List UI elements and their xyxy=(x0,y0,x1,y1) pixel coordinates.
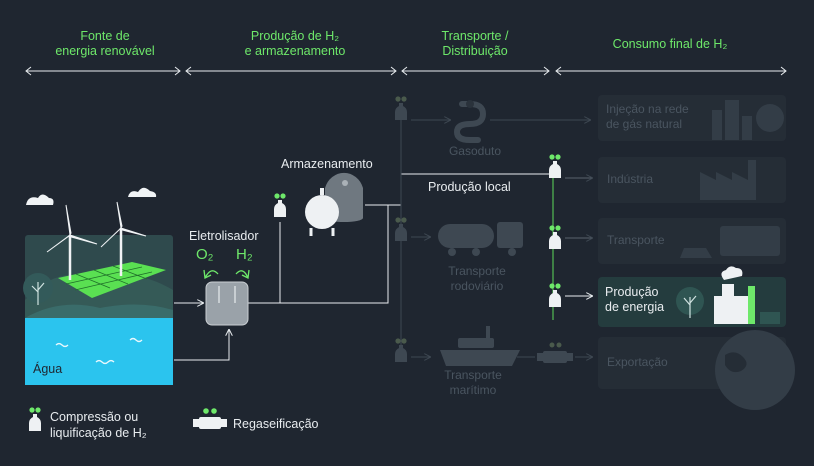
header-transport-line2: Distribuição xyxy=(442,44,508,58)
solar-panel-icon xyxy=(58,262,166,298)
consumption-panel-transport xyxy=(598,218,786,264)
consumption-panel-export xyxy=(598,330,795,410)
export-label: Exportação xyxy=(607,355,668,369)
regasification-icon-dim xyxy=(537,342,573,363)
consumption-panel-gas-grid xyxy=(598,95,786,141)
road-transport-line2: rodoviário xyxy=(450,279,504,293)
water-label: Água xyxy=(33,362,63,376)
maritime-transport-label: Transporte marítimo xyxy=(428,368,518,398)
compression-icon xyxy=(274,193,286,217)
header-consumption: Consumo final de H₂ xyxy=(612,37,728,51)
compression-icon xyxy=(549,225,561,249)
consumption-panel-industry xyxy=(598,157,786,203)
local-production-label: Produção local xyxy=(428,180,511,194)
legend-compression-line2: liquificação de H₂ xyxy=(50,426,147,440)
compression-icon xyxy=(549,154,561,178)
storage-tank-icon xyxy=(305,172,363,236)
road-transport-label: Transporte rodoviário xyxy=(432,264,522,294)
header-production-line2: e armazenamento xyxy=(244,44,346,58)
header-production-line1: Produção de H₂ xyxy=(250,29,340,43)
header-renewable-line2: energia renovável xyxy=(55,44,155,58)
power-line1: Produção xyxy=(605,285,659,299)
legend-compression-line1: Compressão ou xyxy=(50,410,139,424)
power-production-label: Produção de energia xyxy=(605,285,664,315)
legend-compression: Compressão ou liquificação de H₂ xyxy=(50,409,147,441)
header-transport-line1: Transporte / xyxy=(441,29,509,43)
header-production: Produção de H₂ e armazenamento xyxy=(220,29,370,59)
road-transport-line1: Transporte xyxy=(448,264,506,278)
pipeline-label: Gasoduto xyxy=(448,144,502,158)
consumption-panel-power xyxy=(598,266,786,327)
header-transport: Transporte / Distribuição xyxy=(405,29,545,59)
legend-regasification: Regaseificação xyxy=(233,417,319,431)
electrolyser-label: Eletrolisador xyxy=(189,229,259,243)
truck-icon xyxy=(438,222,523,256)
h2-label: H₂ xyxy=(236,246,253,263)
maritime-transport-line1: Transporte xyxy=(444,368,502,382)
compression-icon xyxy=(549,283,561,307)
transport-consumption-label: Transporte xyxy=(607,233,665,247)
industry-label: Indústria xyxy=(607,172,654,186)
power-line2: de energia xyxy=(605,300,665,314)
gas-grid-line2: de gás natural xyxy=(606,117,683,131)
maritime-transport-line2: marítimo xyxy=(449,383,497,397)
compression-icon xyxy=(29,407,41,431)
compression-icon-dim xyxy=(395,96,407,120)
pipeline-icon xyxy=(453,101,487,143)
cloud-icon xyxy=(128,187,157,197)
section-arrows xyxy=(25,66,787,76)
renewable-source-panel xyxy=(23,187,173,385)
legend-regasification-icon xyxy=(193,408,227,429)
storage-label: Armazenamento xyxy=(281,157,373,171)
ship-icon xyxy=(440,326,520,366)
gas-grid-label: Injeção na rede de gás natural xyxy=(606,102,689,132)
gas-grid-line1: Injeção na rede xyxy=(606,102,689,116)
header-renewable-line1: Fonte de xyxy=(80,29,130,43)
dim-routes xyxy=(400,120,592,362)
compression-icons xyxy=(29,154,561,431)
wind-turbine-icon xyxy=(46,201,147,280)
header-renewable: Fonte de energia renovável xyxy=(30,29,180,59)
cloud-icon xyxy=(26,194,54,205)
o2-label: O₂ xyxy=(196,246,214,263)
compression-icon-dim xyxy=(395,217,407,241)
electrolyser-icon xyxy=(203,269,250,326)
